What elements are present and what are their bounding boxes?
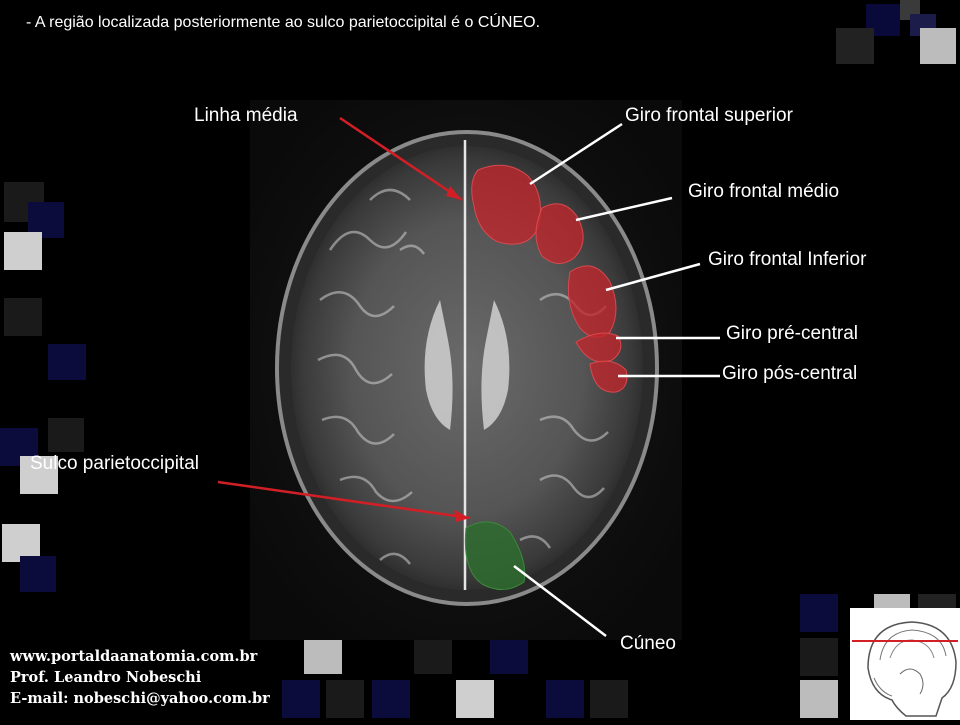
pointer-giro-frontal-superior bbox=[529, 122, 623, 186]
highlight-giro-pre-central bbox=[575, 332, 622, 363]
highlight-cuneo bbox=[464, 521, 526, 590]
highlight-giro-frontal-inferior bbox=[567, 265, 617, 338]
label-giro-frontal-medio: Giro frontal médio bbox=[688, 181, 840, 202]
label-giro-frontal-inferior: Giro frontal Inferior bbox=[708, 249, 867, 270]
right-lateral-ventricle bbox=[481, 300, 510, 430]
highlight-giro-frontal-superior bbox=[471, 164, 541, 245]
pointer-linha-media bbox=[339, 116, 463, 202]
label-giro-pre-central: Giro pré-central bbox=[726, 323, 858, 344]
highlight-giro-pos-central bbox=[589, 360, 628, 393]
label-cuneo: Cúneo bbox=[620, 633, 676, 654]
left-lateral-ventricle bbox=[424, 300, 453, 430]
label-linha-media: Linha média bbox=[194, 105, 298, 126]
footer-credits: www.portaldaanatomia.com.br Prof. Leandr… bbox=[10, 646, 270, 709]
label-sulco-parietoccipital: Sulco parietoccipital bbox=[30, 453, 199, 474]
highlight-giro-frontal-medio bbox=[535, 203, 584, 264]
label-giro-pos-central: Giro pós-central bbox=[722, 363, 858, 384]
pointer-giro-frontal-inferior bbox=[605, 262, 701, 292]
footer-site: www.portaldaanatomia.com.br bbox=[10, 648, 258, 665]
label-giro-frontal-superior: Giro frontal superior bbox=[625, 105, 793, 126]
pointer-cuneo bbox=[513, 565, 607, 637]
pointer-giro-frontal-medio bbox=[575, 196, 673, 222]
footer-email: E-mail: nobeschi@yahoo.com.br bbox=[10, 690, 270, 707]
footer-author: Prof. Leandro Nobeschi bbox=[10, 669, 202, 686]
frontal-highlights bbox=[471, 164, 628, 393]
sagittal-reference-thumbnail bbox=[850, 608, 960, 720]
pointer-sulco-parietoccipital-head bbox=[454, 510, 470, 522]
sagittal-head-drawing bbox=[852, 621, 958, 717]
pointer-linha-media-head bbox=[446, 186, 462, 200]
top-note: - A região localizada posteriormente ao … bbox=[26, 14, 541, 31]
pointer-sulco-parietoccipital bbox=[217, 480, 471, 520]
